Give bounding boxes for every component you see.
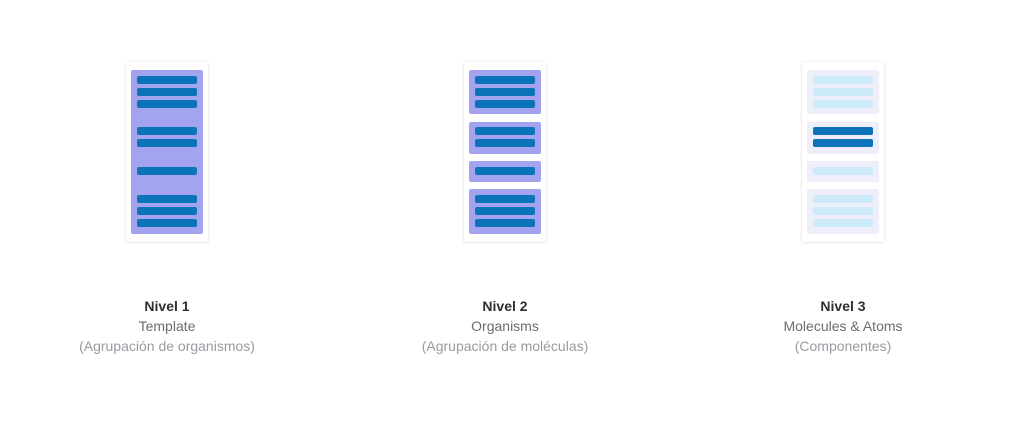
organism-block xyxy=(469,70,541,114)
atom-bar xyxy=(813,127,873,135)
level-subtitle: Template xyxy=(138,318,196,334)
level-1-column: Nivel 1 Template (Agrupación de organism… xyxy=(37,0,297,431)
level-3-caption: Nivel 3 Molecules & Atoms (Componentes) xyxy=(713,298,973,354)
atom-bar-faded xyxy=(813,76,873,84)
template-block xyxy=(131,70,203,234)
organism-block xyxy=(469,189,541,234)
organism-block xyxy=(469,161,541,182)
level-title: Nivel 2 xyxy=(482,298,528,314)
atom-bar xyxy=(137,127,197,135)
organisms-illustration xyxy=(464,62,546,242)
level-title: Nivel 3 xyxy=(820,298,866,314)
organism-block-faded xyxy=(807,189,879,234)
level-3-column: Nivel 3 Molecules & Atoms (Componentes) xyxy=(713,0,973,431)
level-2-caption: Nivel 2 Organisms (Agrupación de molécul… xyxy=(375,298,635,354)
atom-bar-faded xyxy=(813,100,873,108)
level-1-caption: Nivel 1 Template (Agrupación de organism… xyxy=(37,298,297,354)
atom-bar xyxy=(137,195,197,203)
atom-bar xyxy=(475,139,535,147)
atom-bar-faded xyxy=(813,88,873,96)
atom-bar-faded xyxy=(813,207,873,215)
atom-bar-faded xyxy=(813,195,873,203)
atom-bar xyxy=(475,127,535,135)
level-title: Nivel 1 xyxy=(144,298,190,314)
atom-bar xyxy=(813,139,873,147)
atom-bar xyxy=(137,88,197,96)
atom-bar xyxy=(475,76,535,84)
atom-bar xyxy=(137,167,197,175)
organism-block xyxy=(469,122,541,154)
level-note: (Componentes) xyxy=(794,338,892,354)
level-note: (Agrupación de organismos) xyxy=(79,338,255,354)
atom-bar xyxy=(137,76,197,84)
atom-bar xyxy=(137,207,197,215)
level-2-column: Nivel 2 Organisms (Agrupación de molécul… xyxy=(375,0,635,431)
organism-block-faded xyxy=(807,70,879,114)
molecule-block xyxy=(807,122,879,154)
atom-bar xyxy=(475,88,535,96)
atom-bar xyxy=(137,100,197,108)
template-illustration xyxy=(126,62,208,242)
atom-bar xyxy=(475,195,535,203)
atom-bar-faded xyxy=(813,219,873,227)
atom-bar xyxy=(475,100,535,108)
molecules-illustration xyxy=(802,62,884,242)
atom-bar-faded xyxy=(813,167,873,175)
level-subtitle: Molecules & Atoms xyxy=(783,318,903,334)
atom-bar xyxy=(137,219,197,227)
atom-bar xyxy=(475,219,535,227)
level-note: (Agrupación de moléculas) xyxy=(421,338,589,354)
atom-bar xyxy=(475,167,535,175)
level-subtitle: Organisms xyxy=(471,318,539,334)
atom-bar xyxy=(475,207,535,215)
organism-block-faded xyxy=(807,161,879,182)
atom-bar xyxy=(137,139,197,147)
